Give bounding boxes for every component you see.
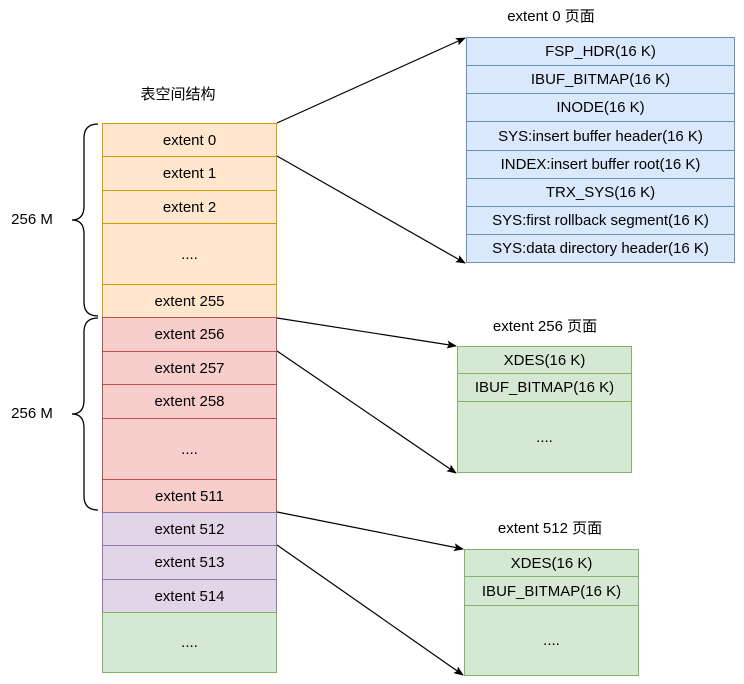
extent-label: extent 0 [162,131,217,149]
page-label: IBUF_BITMAP(16 K) [530,71,671,88]
page-label: XDES(16 K) [510,554,593,572]
arrow-extent256-top [276,317,457,349]
page-cell: .... [464,605,639,676]
page-label: SYS:insert buffer header(16 K) [498,127,703,145]
page-cell: INODE(16 K) [466,93,735,122]
panel-title-extent-256: extent 256 页面 [492,318,598,335]
extent-label: extent 257 [154,359,225,377]
extent-cell: extent 514 [102,579,277,613]
brace-group-1 [71,123,99,317]
page-label: INDEX:insert buffer root(16 K) [500,156,701,173]
extent-label: extent 1 [162,165,217,182]
page-cell: XDES(16 K) [457,346,632,374]
page-cell: XDES(16 K) [464,549,639,577]
page-label: SYS:first rollback segment(16 K) [492,212,709,229]
extent-cell: .... [102,612,277,673]
page-label: INODE(16 K) [556,99,645,116]
extent-cell: extent 2 [102,190,277,224]
tablespace-title: 表空间结构 [140,86,216,103]
page-label: FSP_HDR(16 K) [545,43,656,60]
page-label: XDES(16 K) [503,351,586,369]
extent-label: .... [181,245,198,263]
arrow-extent0-top [276,37,466,124]
page-label: .... [543,632,560,649]
extent-label: extent 255 [154,292,225,310]
extent-cell: extent 1 [102,156,277,191]
page-label: IBUF_BITMAP(16 K) [481,582,622,600]
arrow-extent512-bottom [276,544,464,676]
extent-label: extent 511 [155,487,224,505]
page-label: IBUF_BITMAP(16 K) [474,379,615,396]
page-cell: TRX_SYS(16 K) [466,178,735,207]
arrow-extent0-bottom [276,155,466,264]
page-cell: IBUF_BITMAP(16 K) [457,373,632,402]
extent-cell: .... [102,418,277,480]
extent-cell: .... [102,223,277,285]
extent-label: extent 514 [154,587,225,605]
page-cell: .... [457,401,632,473]
extent-label: extent 2 [162,198,217,216]
extent-label: extent 513 [154,554,225,571]
extent-cell: extent 258 [102,384,277,419]
page-label: .... [536,428,553,446]
panel-title-extent-512: extent 512 页面 [497,520,603,537]
extent-cell: extent 511 [102,479,277,513]
group-size-label-1: 256 M [11,211,53,228]
extent-label: extent 258 [154,393,225,410]
extent-label: .... [181,634,198,651]
arrow-extent256-bottom [276,350,457,474]
page-cell: SYS:first rollback segment(16 K) [466,206,735,235]
page-label: TRX_SYS(16 K) [545,184,656,201]
extent-cell: extent 0 [102,123,277,157]
extent-label: extent 256 [154,326,225,343]
extent-label: extent 512 [154,520,225,538]
extent-cell: extent 255 [102,284,277,318]
page-cell: INDEX:insert buffer root(16 K) [466,150,735,179]
panel-title-extent-0: extent 0 页面 [507,8,595,25]
extent-cell: extent 513 [102,545,277,580]
group-size-label-2: 256 M [11,405,53,422]
page-cell: IBUF_BITMAP(16 K) [464,576,639,606]
page-cell: SYS:data directory header(16 K) [466,234,735,263]
brace-group-2 [71,317,99,511]
arrow-extent512-top [276,511,464,552]
page-label: SYS:data directory header(16 K) [492,240,709,257]
extent-label: .... [181,440,198,458]
page-cell: FSP_HDR(16 K) [466,37,735,66]
